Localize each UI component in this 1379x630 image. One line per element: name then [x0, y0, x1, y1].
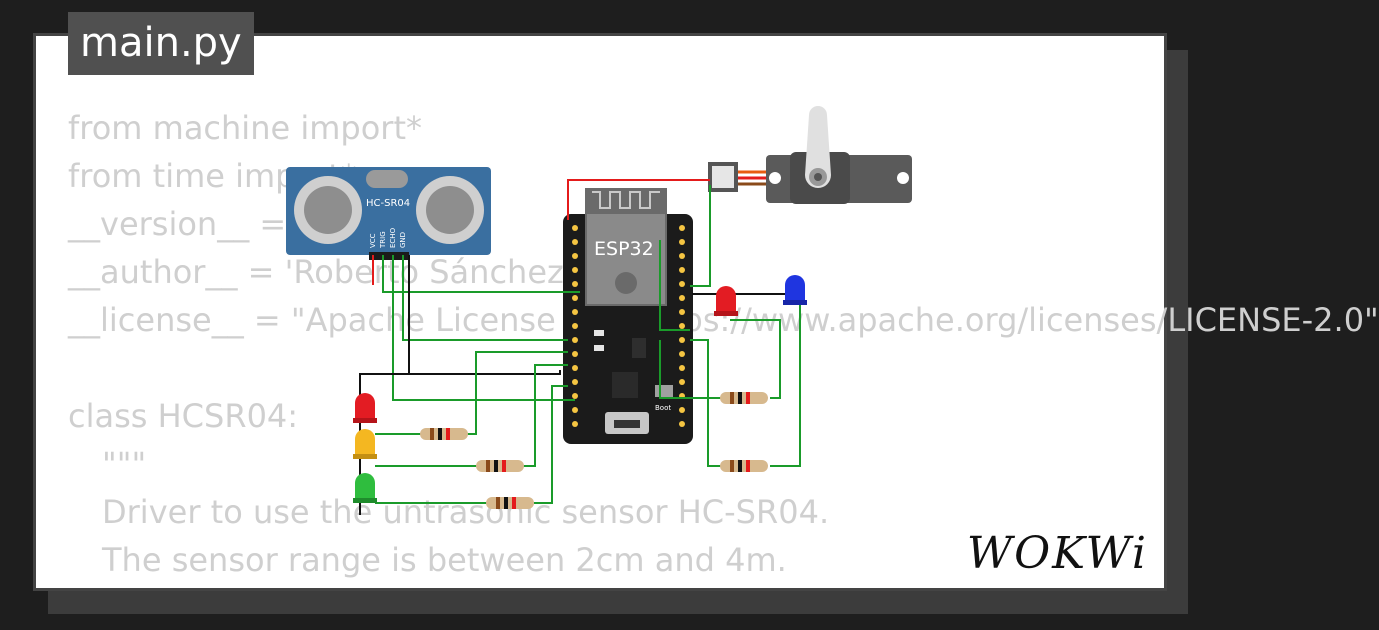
pin-label-vcc: VCC — [369, 233, 377, 248]
pin-label-trig: TRIG — [379, 231, 387, 249]
code-line: """ — [102, 445, 147, 483]
code-line: The sensor range is between 2cm and 4m. — [102, 541, 787, 579]
led-red[interactable] — [353, 393, 377, 423]
led-red[interactable] — [714, 286, 738, 316]
pin-label-gnd: GND — [399, 232, 407, 248]
resistor[interactable] — [720, 392, 768, 404]
servo-motor[interactable] — [708, 106, 912, 204]
file-tab-main-py[interactable]: main.py — [68, 12, 254, 75]
resistor[interactable] — [720, 460, 768, 472]
code-line: class HCSR04: — [68, 397, 299, 435]
pin-label-echo: ECHO — [389, 227, 397, 248]
esp32-label: ESP32 — [594, 238, 654, 260]
boot-label: Boot — [655, 404, 671, 412]
resistor[interactable] — [476, 460, 524, 472]
led-green[interactable] — [353, 473, 377, 503]
resistor[interactable] — [486, 497, 534, 509]
code-line: __author__ = 'Roberto Sánchez' — [68, 253, 573, 291]
code-line: from machine import* — [68, 109, 422, 147]
circuit-diagram: ESP32 Boot HC-SR04 VCC TRIG ECHO GND — [286, 106, 912, 515]
led-yellow[interactable] — [353, 429, 377, 459]
led-blue[interactable] — [783, 275, 807, 305]
esp32-board[interactable]: ESP32 Boot — [563, 188, 693, 444]
wokwi-logo: WOKWi — [966, 528, 1148, 579]
wire-network — [359, 179, 801, 515]
hcsr04-label: HC-SR04 — [366, 198, 410, 209]
resistor[interactable] — [420, 428, 468, 440]
ultrasonic-sensor[interactable]: HC-SR04 VCC TRIG ECHO GND — [286, 167, 491, 260]
